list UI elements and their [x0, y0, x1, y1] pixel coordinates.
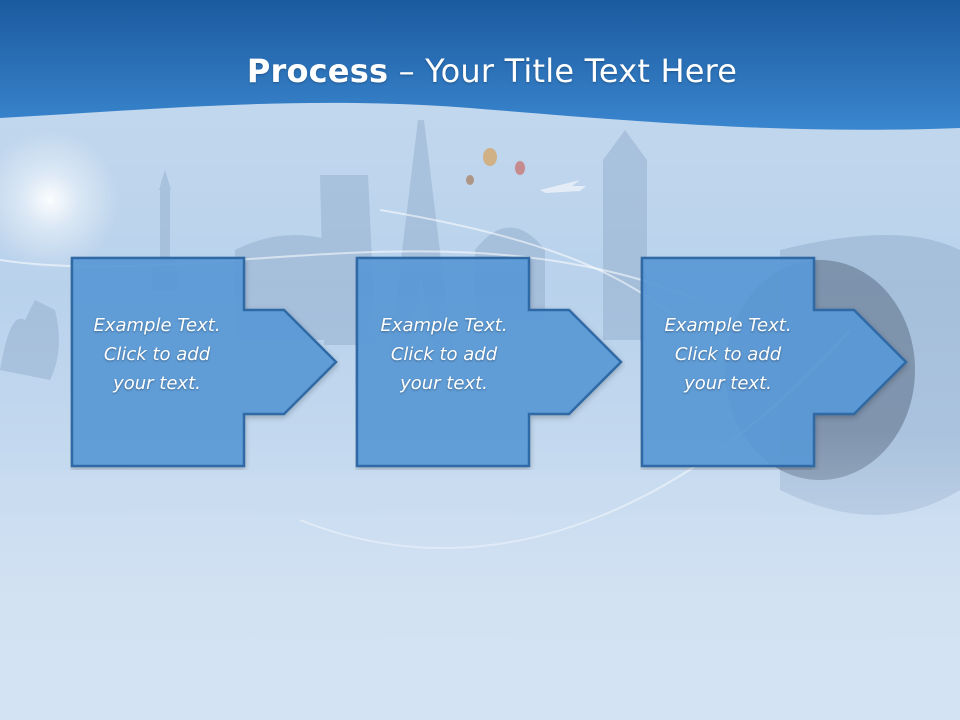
step-text-line: your text. — [113, 373, 201, 394]
step-text-line: Example Text. — [664, 315, 792, 336]
process-step-text[interactable]: Example Text. Click to add your text. — [643, 311, 813, 398]
process-step-shape[interactable] — [640, 256, 910, 470]
step-text-line: Click to add — [390, 344, 498, 365]
title-bold-text: Process — [246, 52, 389, 90]
process-step-shape[interactable] — [70, 256, 340, 470]
process-step-shape[interactable] — [355, 256, 625, 470]
process-step-text[interactable]: Example Text. Click to add your text. — [359, 311, 529, 398]
sun-glow — [0, 130, 120, 270]
step-text-line: Click to add — [674, 344, 782, 365]
step-text-line: your text. — [684, 373, 772, 394]
header-band — [0, 0, 960, 130]
step-text-line: Example Text. — [93, 315, 221, 336]
process-step-text[interactable]: Example Text. Click to add your text. — [72, 311, 242, 398]
slide-title[interactable]: Process – Your Title Text Here — [0, 52, 960, 90]
step-text-line: your text. — [400, 373, 488, 394]
step-text-line: Example Text. — [380, 315, 508, 336]
step-text-line: Click to add — [103, 344, 211, 365]
title-rest-text: – Your Title Text Here — [388, 52, 738, 90]
